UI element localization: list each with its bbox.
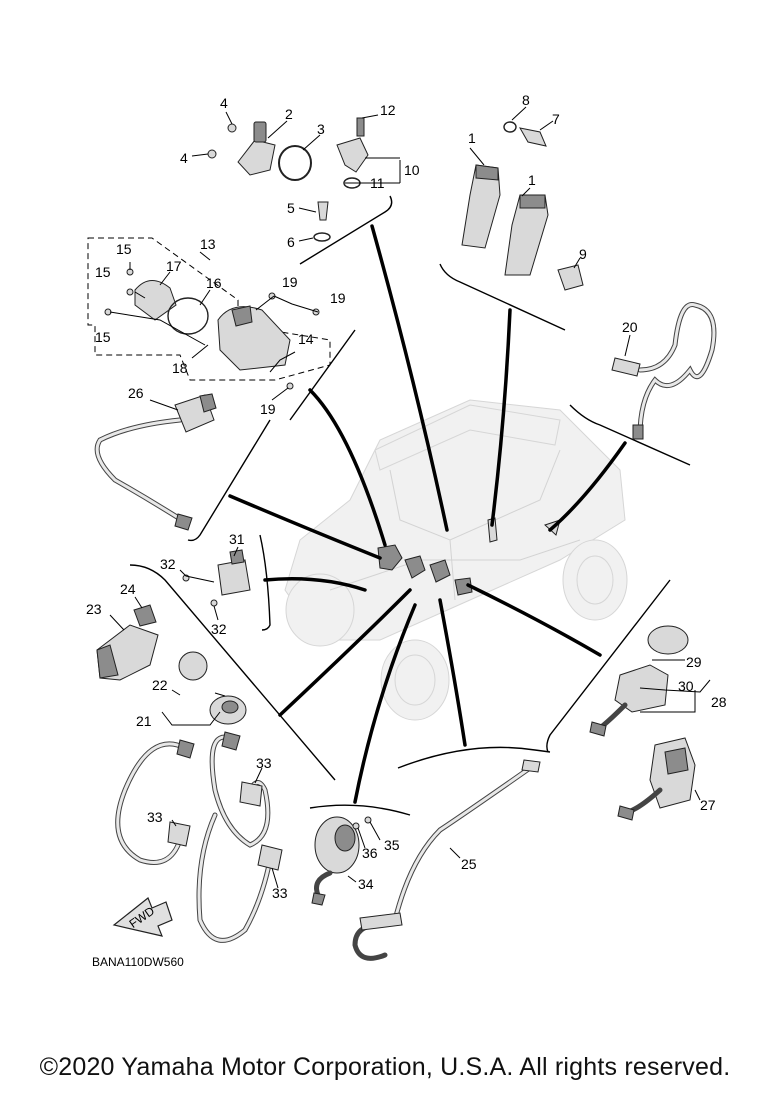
label-4: 4 [220,95,228,111]
label-22: 22 [152,677,168,693]
label-32: 32 [160,556,176,572]
throttle-body-cover [104,251,320,401]
sub-wire-harness [115,731,283,943]
label-36: 36 [362,845,378,861]
label-18: 18 [172,360,188,376]
label-21: 21 [136,713,152,729]
o2-sensor [611,302,717,440]
label-26: 26 [128,385,144,401]
label-19: 19 [260,401,276,417]
label-27: 27 [700,797,716,813]
label-5: 5 [287,200,295,216]
main-switch [161,651,247,726]
copyright-notice: ©2020 Yamaha Motor Corporation, U.S.A. A… [39,1053,731,1081]
vehicle-outline [284,399,628,721]
speed-sensor [94,393,217,531]
group-frames [129,195,691,816]
label-34: 34 [358,876,374,892]
knock-sensor [557,257,584,291]
parts-diagram: FWD 1 1 2 3 4 4 5 6 7 8 9 10 11 12 13 14… [86,92,727,969]
label-15: 15 [95,264,111,280]
label-6: 6 [287,234,295,250]
label-28: 28 [711,694,727,710]
label-2: 2 [285,106,293,122]
part-number-labels: 1 1 2 3 4 4 5 6 7 8 9 10 11 12 13 14 15 … [86,92,727,901]
label-8: 8 [522,92,530,108]
label-35: 35 [384,837,400,853]
ignition-switch [96,596,159,681]
label-33: 33 [147,809,163,825]
label-32: 32 [211,621,227,637]
label-19: 19 [330,290,346,306]
label-15: 15 [116,241,132,257]
label-1: 1 [528,172,536,188]
ignition-coils [461,147,549,276]
vehicle-mounted-parts [377,517,561,596]
label-15: 15 [95,329,111,345]
intake-cover-group-box [87,237,331,381]
cam-sensor-assembly [336,114,401,189]
label-29: 29 [686,654,702,670]
pressure-switch [503,106,554,147]
label-13: 13 [200,236,216,252]
label-4: 4 [180,150,188,166]
label-33: 33 [256,755,272,771]
label-24: 24 [120,581,136,597]
label-3: 3 [317,121,325,137]
label-33: 33 [272,885,288,901]
label-30: 30 [678,678,694,694]
rectifier-regulator [589,625,711,737]
drawing-code: BANA110DW560 [92,955,184,969]
label-11: 11 [370,175,385,191]
label-16: 16 [206,275,222,291]
temp-sensor [298,201,331,242]
label-1: 1 [468,130,476,146]
label-7: 7 [552,111,560,127]
label-31: 31 [229,531,245,547]
label-20: 20 [622,319,638,335]
label-19: 19 [282,274,298,290]
label-12: 12 [380,102,396,118]
label-10: 10 [404,162,420,178]
label-17: 17 [166,258,182,274]
group-leader-lines [228,224,627,804]
relay-unit [179,546,251,621]
label-14: 14 [298,331,314,347]
wheel-speed-sensor-lead [352,759,541,961]
crank-sensor-assembly [191,111,321,181]
fwd-arrow: FWD [112,897,173,937]
fuel-pump-relay [617,737,701,821]
label-23: 23 [86,601,102,617]
label-25: 25 [461,856,477,872]
horn-assembly [311,816,381,906]
label-9: 9 [579,246,587,262]
